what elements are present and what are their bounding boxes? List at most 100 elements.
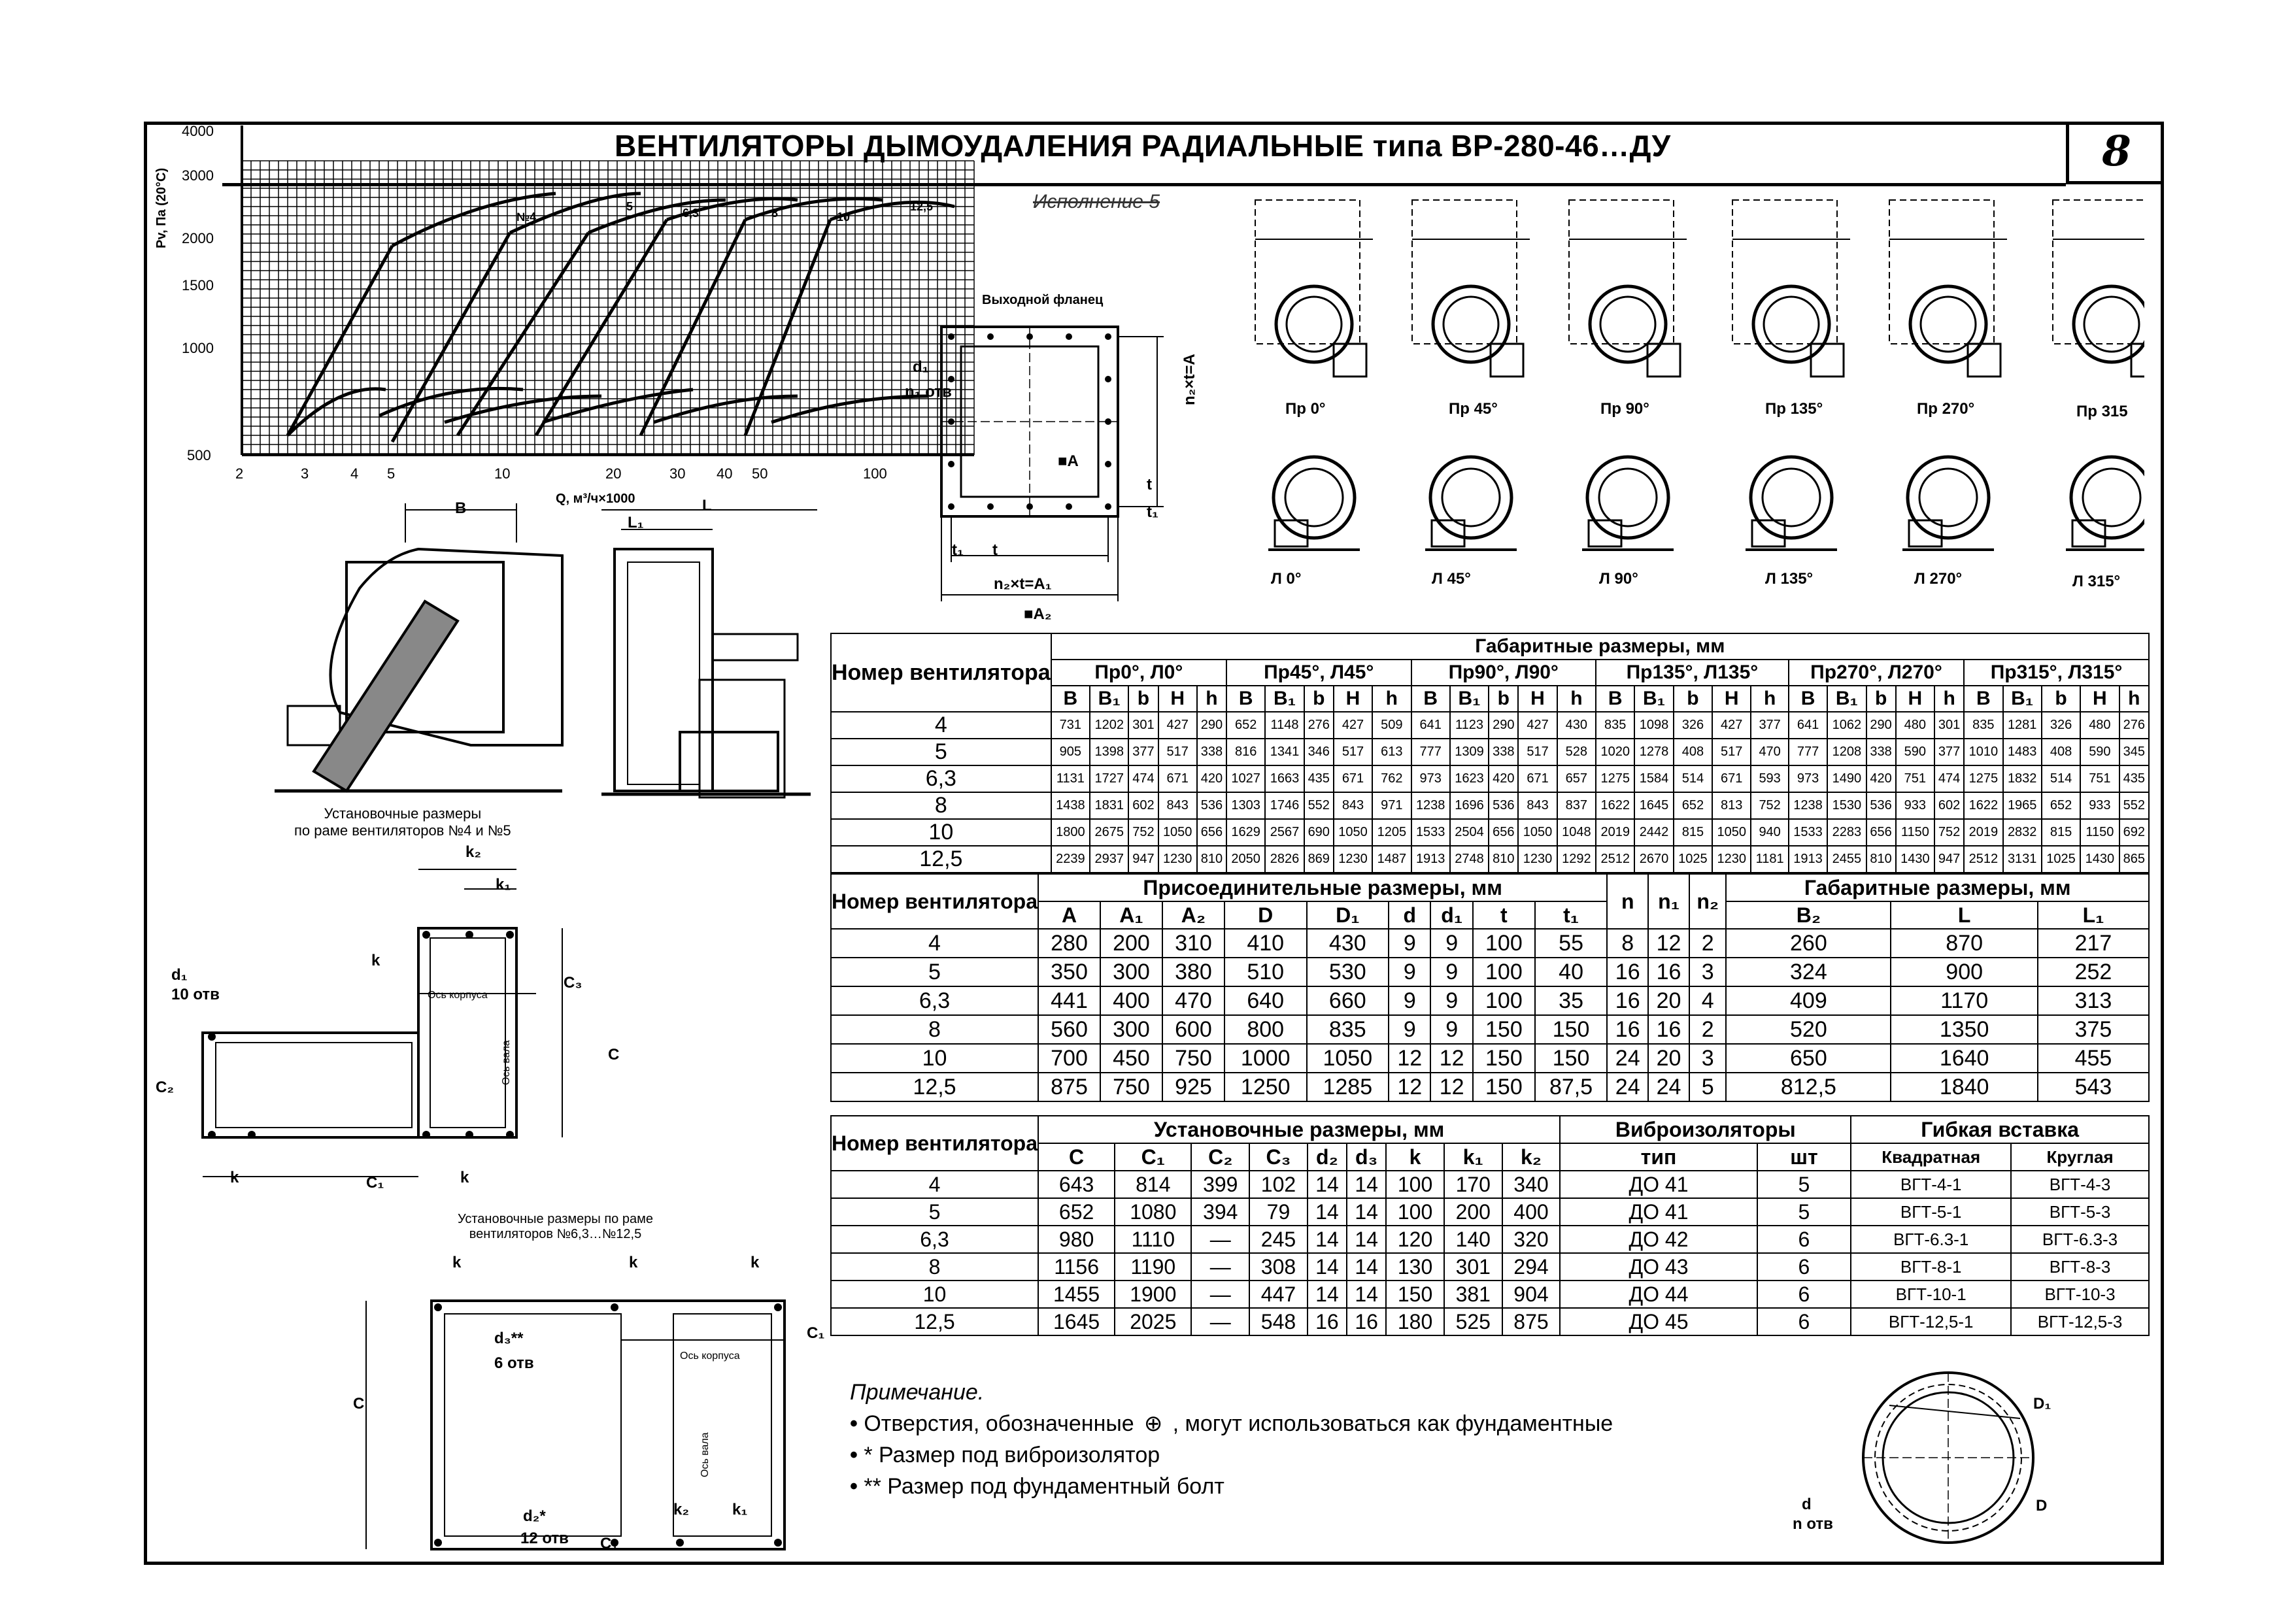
cell: 474 (1128, 765, 1159, 793)
cell: 100 (1472, 986, 1536, 1016)
round-small-d: d (1802, 1496, 1812, 1513)
cell: 814 (1114, 1170, 1192, 1199)
frame1-k: k (371, 952, 380, 969)
cell: 1048 (1556, 818, 1597, 846)
cell: 1640 (1890, 1043, 2038, 1073)
col-subheader: H (1332, 685, 1374, 712)
cell: 338 (1865, 738, 1897, 766)
cell: 310 (1161, 928, 1225, 958)
cell: ВГТ-12,5-1 (1850, 1307, 2012, 1336)
col-header: d₁ (1430, 901, 1474, 930)
cell: 200 (1443, 1198, 1503, 1226)
col-subheader: b (1672, 685, 1714, 712)
cell: 140 (1443, 1225, 1503, 1254)
cell: 652 (1037, 1198, 1116, 1226)
cell: 530 (1306, 957, 1390, 987)
cell: ВГТ-8-1 (1850, 1252, 2012, 1281)
col-subheader: h (2118, 685, 2150, 712)
x-tick: 3 (301, 465, 309, 482)
cell: 16 (1346, 1307, 1387, 1336)
cell: 87,5 (1534, 1072, 1608, 1102)
cell: 16 (1647, 957, 1690, 987)
cell: 12 (1388, 1043, 1432, 1073)
cell: 1000 (1223, 1043, 1308, 1073)
cell: 536 (1488, 792, 1519, 820)
cell: 731 (1050, 711, 1091, 739)
col-subheader: h (1196, 685, 1228, 712)
cell: 875 (1501, 1307, 1561, 1336)
cell: 652 (1672, 792, 1714, 820)
col-subheader: h (1556, 685, 1597, 712)
cell: 217 (2036, 928, 2150, 958)
cell: 514 (1672, 765, 1714, 793)
cell: 2025 (1114, 1307, 1192, 1336)
cell: 474 (1934, 765, 1965, 793)
cell: 16 (1306, 1307, 1348, 1336)
cell: 1238 (1787, 792, 1829, 820)
cell: 252 (2036, 957, 2150, 987)
cell: — (1190, 1307, 1251, 1336)
cell: 1123 (1449, 711, 1490, 739)
col-header: A₁ (1099, 901, 1163, 930)
side-l-label: L (702, 497, 712, 514)
cell: 1696 (1449, 792, 1490, 820)
cell: 1832 (2002, 765, 2042, 793)
cell: 751 (1895, 765, 1936, 793)
flange-a-label: ■A (1058, 452, 1079, 470)
note-line-2: * Размер под виброизолятор (850, 1439, 1613, 1471)
cell: 20 (1647, 986, 1690, 1016)
y-axis-label: Pv, Па (20°С) (154, 167, 169, 248)
cell: 1487 (1372, 845, 1412, 873)
cell: 869 (1303, 845, 1334, 873)
cell: 14 (1306, 1198, 1348, 1226)
cell: 815 (2040, 818, 2082, 846)
cell: 2442 (1634, 818, 1674, 846)
flange-t1b-label: t₁ (952, 541, 964, 559)
flange-n2-label: n₂×t=A (1181, 354, 1198, 405)
cell: 1025 (2040, 845, 2082, 873)
cell: ДО 45 (1559, 1307, 1758, 1336)
cell: 1010 (1963, 738, 2004, 766)
cell: 671 (1712, 765, 1752, 793)
cell: 514 (2040, 765, 2082, 793)
cell: 150 (1534, 1043, 1608, 1073)
cell: 1098 (1634, 711, 1674, 739)
position-label: Пр 315 (2076, 403, 2128, 420)
cell: 427 (1712, 711, 1752, 739)
cell: 1645 (1037, 1307, 1116, 1336)
cell: 324 (1725, 957, 1892, 987)
cell: 427 (1517, 711, 1558, 739)
cell: 837 (1556, 792, 1597, 820)
col-subheader: H (1895, 685, 1936, 712)
cell: 9 (1388, 1014, 1432, 1045)
position-label: Л 270° (1914, 570, 1963, 588)
cell: 100 (1385, 1170, 1445, 1199)
cell: 300 (1099, 1014, 1163, 1045)
cell: 14 (1306, 1280, 1348, 1309)
col-subheader: B₁ (1827, 685, 1867, 712)
cell: 480 (2080, 711, 2120, 739)
col-subheader: B₁ (1449, 685, 1490, 712)
y-tick: 500 (187, 447, 211, 463)
note-1a: Отверстия, обозначенные (850, 1411, 1134, 1436)
cell: 14 (1346, 1252, 1387, 1281)
cell: 1584 (1634, 765, 1674, 793)
cell: 671 (1517, 765, 1558, 793)
fan-positions-drawing (1255, 199, 2144, 551)
cell: 777 (1410, 738, 1451, 766)
cell: 510 (1223, 957, 1308, 987)
cell: 641 (1410, 711, 1451, 739)
cell: 9 (1388, 986, 1432, 1016)
cell: 1490 (1827, 765, 1867, 793)
col-header: L₁ (2036, 901, 2150, 930)
cell: 600 (1161, 1014, 1225, 1045)
cell: 16 (1606, 957, 1649, 987)
cell: 517 (1332, 738, 1374, 766)
cell: 1190 (1114, 1252, 1192, 1281)
col-header: n (1606, 873, 1649, 930)
cell: 1622 (1595, 792, 1636, 820)
